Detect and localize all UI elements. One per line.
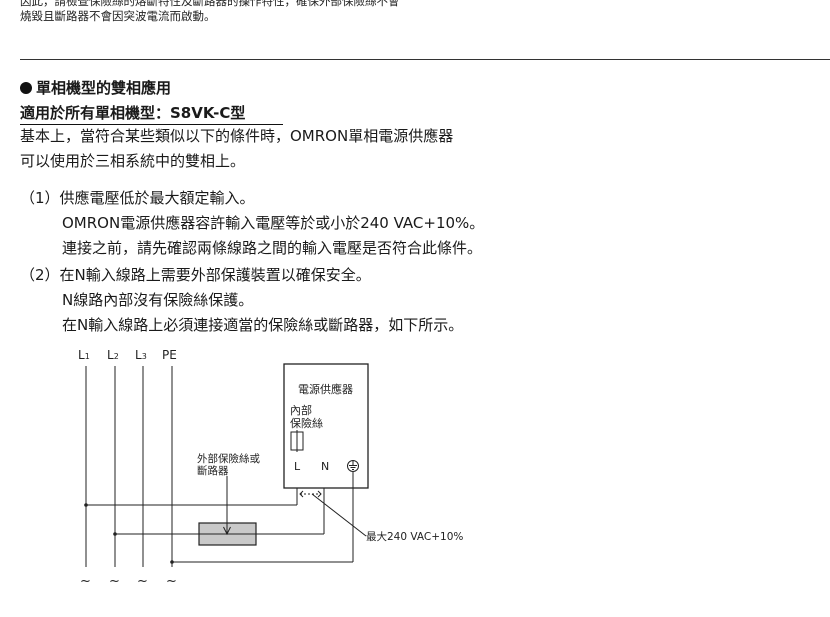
line-label-l2: L2	[107, 348, 119, 362]
condition-1-label: （1）供應電壓低於最大額定輸入。	[20, 189, 255, 207]
subtitle-underline	[20, 124, 283, 125]
ground-terminal-icon	[347, 460, 359, 472]
wave-icon-l1: ~	[80, 574, 91, 589]
internal-fuse-label-1: 內部	[290, 403, 312, 417]
line-label-l1: L1	[78, 348, 90, 362]
condition-1-detail-2: 連接之前，請先確認兩條線路之間的輸入電壓是否符合此條件。	[62, 239, 483, 257]
top-note-line-2: 燒毀且斷路器不會因突波電流而啟動。	[20, 8, 216, 23]
external-fuse-label-2: 斷路器	[197, 464, 229, 477]
top-note-line-1: 因此，請檢查保險絲的熔斷特性及斷路器的操作特性，確保外部保險絲不會	[20, 0, 400, 8]
condition-1-detail-1: OMRON電源供應器容許輸入電壓等於或小於240 VAC+10%。	[62, 214, 485, 232]
power-supply-box	[283, 363, 369, 489]
section-title: 單相機型的雙相應用	[20, 77, 171, 98]
external-fuse-label-1: 外部保險絲或	[197, 452, 260, 465]
line-label-pe: PE	[162, 348, 177, 362]
intro-line-1: 基本上，當符合某些類似以下的條件時，OMRON單相電源供應器	[20, 127, 454, 145]
intro-line-2: 可以使用於三相系統中的雙相上。	[20, 152, 246, 170]
condition-2-detail-1: N線路內部沒有保險絲保護。	[62, 291, 254, 309]
wave-icon-l2: ~	[109, 574, 120, 589]
internal-fuse-label-2: 保險絲	[290, 416, 323, 430]
condition-2-label: （2）在N輸入線路上需要外部保護裝置以確保安全。	[20, 266, 371, 284]
voltage-label: 最大240 VAC+10%	[366, 530, 463, 543]
terminal-l-label: L	[294, 460, 301, 473]
section-subtitle: 適用於所有單相機型：S8VK-C型	[20, 104, 246, 122]
wave-icon-l3: ~	[137, 574, 148, 589]
bullet-dot-icon	[20, 82, 32, 94]
top-note: 因此，請檢查保險絲的熔斷特性及斷路器的操作特性，確保外部保險絲不會 燒毀且斷路器…	[20, 0, 580, 23]
psu-title: 電源供應器	[298, 382, 353, 396]
terminal-n-label: N	[321, 460, 329, 473]
section-title-text: 單相機型的雙相應用	[36, 79, 172, 97]
section-divider	[20, 59, 830, 60]
condition-2-detail-2: 在N輸入線路上必須連接適當的保險絲或斷路器，如下所示。	[62, 316, 464, 334]
wave-icon-pe: ~	[166, 574, 177, 589]
line-label-l3: L3	[135, 348, 147, 362]
voltage-pointer	[311, 493, 367, 537]
